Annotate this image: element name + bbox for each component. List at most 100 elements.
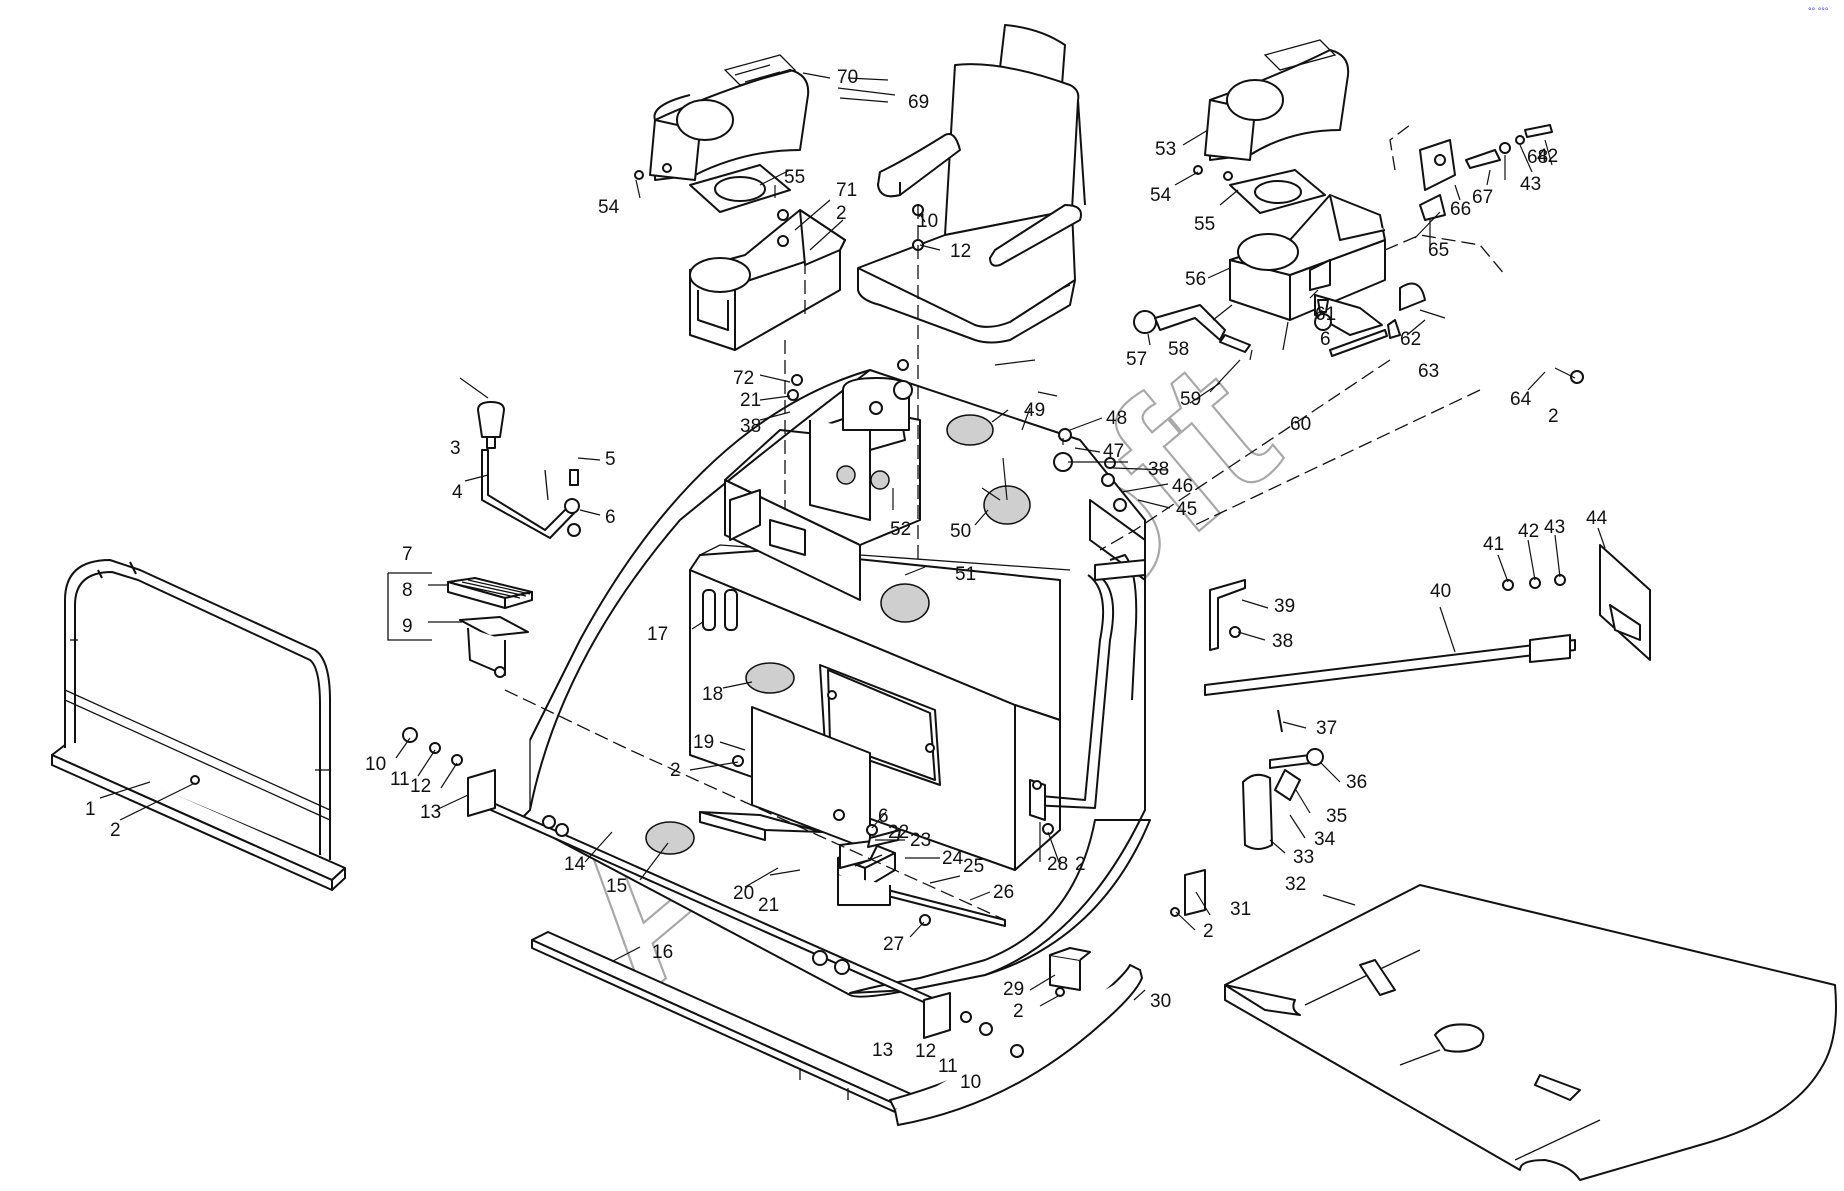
part-70-left-console-cover — [649, 54, 810, 181]
part-53-right-console-cover — [1204, 39, 1350, 161]
label-42: 42 — [1518, 521, 1539, 542]
label-37: 37 — [1316, 718, 1337, 739]
label-66: 66 — [1450, 199, 1471, 220]
label-40: 40 — [1430, 581, 1451, 602]
label-45: 45 — [1176, 499, 1197, 520]
part-31-clip — [1170, 869, 1206, 917]
label-2: 2 — [1203, 921, 1214, 942]
label-71: 71 — [836, 180, 857, 201]
label-31: 31 — [1230, 899, 1251, 920]
part-28-handrail — [1029, 554, 1146, 821]
label-17: 17 — [647, 624, 668, 645]
label-2: 2 — [1013, 1001, 1024, 1022]
label-60: 60 — [1290, 414, 1311, 435]
part-13-hinge-rod — [467, 769, 951, 1039]
label-6: 6 — [878, 806, 889, 827]
label-10: 10 — [960, 1072, 981, 1093]
label-46: 46 — [1172, 476, 1193, 497]
label-41: 41 — [1483, 534, 1504, 555]
label-38: 38 — [1148, 459, 1169, 480]
label-22: 22 — [888, 822, 909, 843]
label-12: 12 — [915, 1041, 936, 1062]
label-19: 19 — [693, 732, 714, 753]
label-23: 23 — [910, 830, 931, 851]
label-30: 30 — [1150, 991, 1171, 1012]
label-59: 59 — [1180, 389, 1201, 410]
label-68: 68 — [1527, 147, 1548, 168]
label-21: 21 — [758, 895, 779, 916]
label-42: 42 — [1537, 146, 1558, 167]
part-4-lever — [477, 401, 581, 539]
part-33-hinge-pin-assy — [1242, 709, 1324, 850]
label-64: 64 — [1510, 389, 1532, 410]
label-57: 57 — [1126, 349, 1147, 370]
dashed-assembly-lines — [504, 124, 1506, 921]
label-6: 6 — [605, 507, 616, 528]
label-27: 27 — [883, 934, 904, 955]
label-38: 38 — [1272, 631, 1293, 652]
label-7: 7 — [402, 544, 413, 565]
label-53: 53 — [1155, 139, 1176, 160]
label-15: 15 — [606, 876, 627, 897]
part-7-pedal-group — [387, 572, 533, 678]
right-latch-hardware — [1133, 124, 1584, 384]
label-44: 44 — [1586, 508, 1608, 529]
label-63: 63 — [1418, 361, 1439, 382]
part-56-right-console-box — [1229, 194, 1386, 321]
label-12: 12 — [950, 241, 971, 262]
label-49: 49 — [1024, 400, 1045, 421]
part-40-shaft — [1204, 634, 1576, 696]
label-62: 62 — [1400, 329, 1421, 350]
label-38: 38 — [740, 416, 761, 437]
part-1-guard-bar — [51, 559, 346, 891]
label-5: 5 — [605, 449, 616, 470]
part-55-right-gasket — [1229, 169, 1326, 214]
part-69-seat — [857, 24, 1086, 344]
label-13: 13 — [420, 802, 441, 823]
label-34: 34 — [1314, 829, 1336, 850]
leader-lines — [99, 72, 1606, 1007]
label-11: 11 — [390, 769, 410, 790]
part-29-bracket — [1049, 947, 1091, 991]
label-2: 2 — [1075, 854, 1086, 875]
label-69: 69 — [908, 92, 929, 113]
label-52: 52 — [890, 519, 911, 540]
label-55: 55 — [1194, 214, 1215, 235]
part-71-left-console-box — [689, 209, 846, 351]
vent-50 — [983, 485, 1031, 525]
label-13: 13 — [872, 1040, 893, 1061]
label-39: 39 — [1274, 596, 1295, 617]
label-48: 48 — [1106, 408, 1127, 429]
label-2: 2 — [1548, 406, 1559, 427]
vent-15 — [645, 821, 695, 855]
label-54: 54 — [1150, 185, 1172, 206]
seat-base-cage — [724, 377, 1146, 601]
part-39-pin — [1209, 579, 1246, 651]
part-44-bracket — [1502, 544, 1651, 661]
label-16: 16 — [652, 942, 673, 963]
label-24: 24 — [942, 848, 964, 869]
label-26: 26 — [993, 882, 1014, 903]
vent-18 — [745, 662, 795, 694]
label-70: 70 — [837, 67, 858, 88]
label-3: 3 — [450, 438, 461, 459]
part-57-knob — [1133, 310, 1157, 334]
mesh-vents — [645, 414, 1031, 855]
label-43: 43 — [1544, 517, 1565, 538]
vent-49 — [946, 414, 994, 446]
label-2: 2 — [836, 203, 847, 224]
label-11: 11 — [938, 1056, 958, 1077]
label-55: 55 — [784, 167, 805, 188]
label-12: 12 — [410, 776, 431, 797]
label-50: 50 — [950, 521, 971, 542]
label-61: 61 — [1315, 304, 1336, 325]
label-43: 43 — [1520, 174, 1541, 195]
label-18: 18 — [702, 684, 723, 705]
label-47: 47 — [1103, 441, 1124, 462]
label-56: 56 — [1185, 269, 1206, 290]
label-6: 6 — [1320, 329, 1331, 350]
fasteners — [402, 163, 1233, 1058]
label-9: 9 — [402, 616, 413, 637]
